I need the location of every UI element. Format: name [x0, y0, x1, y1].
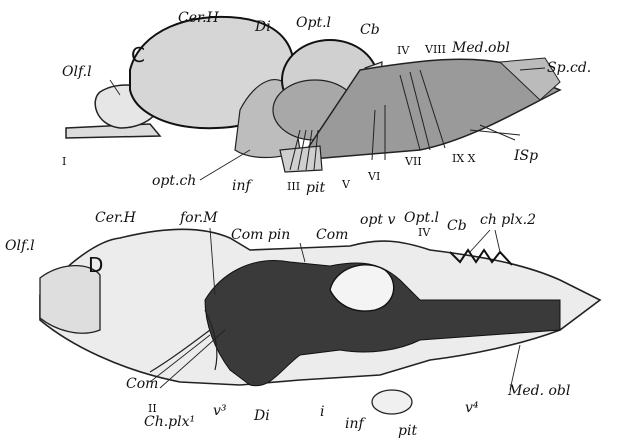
- label-c-iii: III: [287, 180, 300, 193]
- label-d-med-obl: Med. obl: [507, 383, 570, 399]
- label-d-com-2: Com: [316, 227, 348, 243]
- label-d-ch-plx-1: Ch.plx¹: [144, 414, 195, 430]
- label-d-opt-l: Opt.l: [404, 210, 439, 226]
- label-d-opt-v: opt v: [360, 212, 395, 228]
- label-c-med-obl: Med.obl: [451, 40, 510, 56]
- label-d-cer-h: Cer.H: [95, 210, 137, 226]
- label-c-isp: ISp: [513, 148, 538, 164]
- label-d-v3: v³: [213, 403, 227, 419]
- label-c-pit: pit: [306, 180, 325, 196]
- label-d-ch-plx-2: ch plx.2: [480, 212, 536, 228]
- label-c-cb: Cb: [360, 22, 380, 38]
- label-d-cb: Cb: [447, 218, 467, 234]
- label-d-i: i: [320, 404, 324, 420]
- label-c-vii: VII: [404, 155, 422, 168]
- label-c-v: V: [341, 178, 351, 191]
- label-d-inf: inf: [345, 416, 366, 432]
- label-c-vi: VI: [367, 170, 380, 183]
- label-c-inf: inf: [232, 178, 253, 194]
- label-c-sp-cd: Sp.cd.: [547, 60, 591, 76]
- label-d-v4: v⁴: [465, 400, 479, 416]
- label-c-olf-l: Olf.l: [62, 64, 92, 80]
- label-d-com-bottom: Com: [126, 376, 158, 392]
- panel-d-letter: D: [88, 253, 103, 277]
- label-c-viii: VIII: [424, 43, 446, 56]
- label-d-iv: IV: [418, 226, 431, 239]
- label-c-cer-h: Cer.H: [178, 10, 220, 26]
- label-c-opt-l: Opt.l: [296, 15, 331, 31]
- label-c-i: I: [62, 155, 66, 168]
- label-c-opt-ch: opt.ch: [152, 173, 196, 189]
- label-c-di: Di: [254, 19, 271, 35]
- label-d-com-pin: Com pin: [231, 227, 290, 243]
- pituitary-d: [372, 390, 412, 414]
- label-c-ix-x: IX X: [452, 152, 476, 165]
- label-d-for-m: for.M: [179, 210, 218, 226]
- label-d-pit: pit: [398, 423, 417, 439]
- label-d-olf-l: Olf.l: [5, 238, 35, 254]
- panel-c-letter: C: [131, 43, 145, 67]
- label-d-di: Di: [253, 408, 270, 424]
- label-c-iv: IV: [397, 44, 410, 57]
